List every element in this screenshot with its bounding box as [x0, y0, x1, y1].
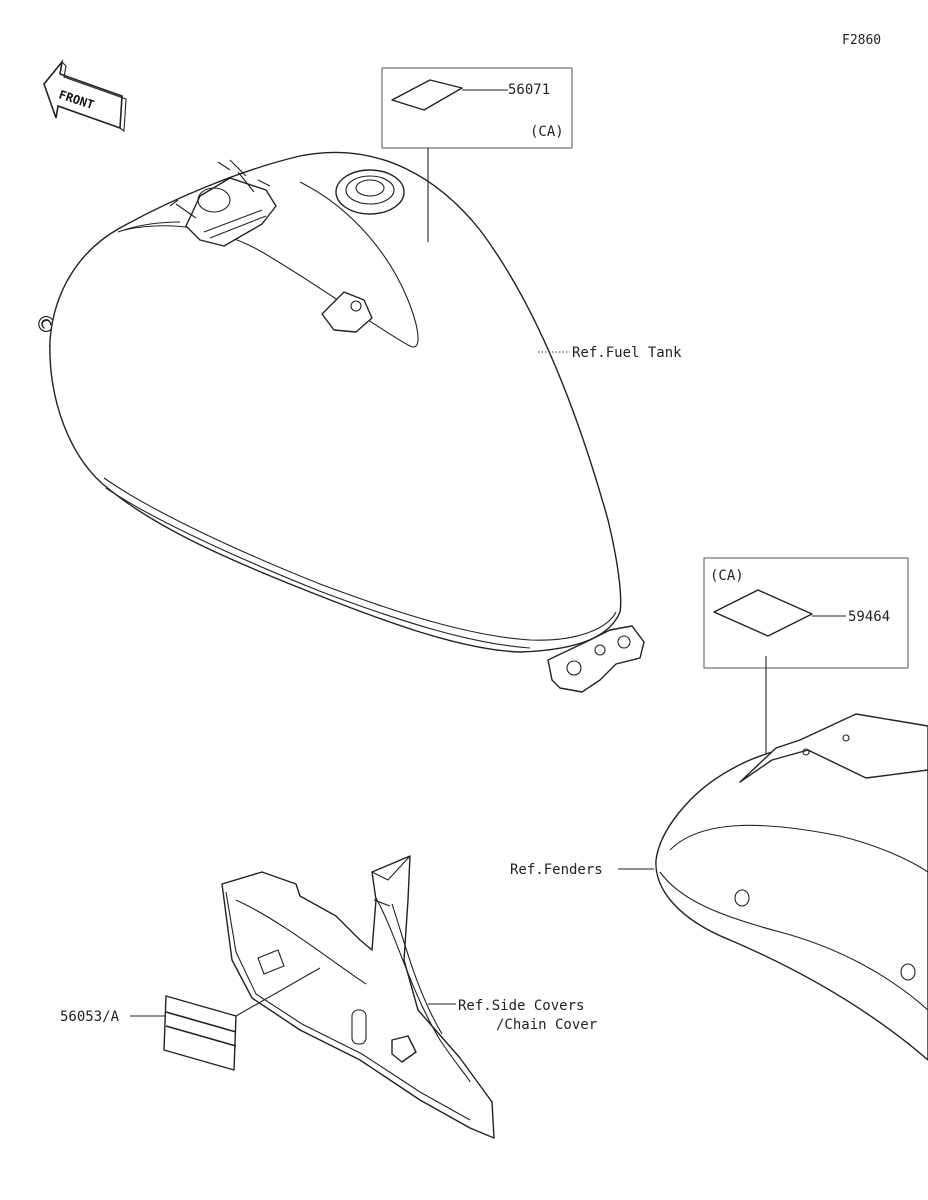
label-56053-callout: 56053/A	[60, 967, 321, 1071]
side-cover	[221, 855, 495, 1139]
part-number-56071[interactable]: 56071	[508, 82, 550, 98]
ref-fuel-tank[interactable]: Ref.Fuel Tank	[572, 345, 682, 361]
fuel-tank	[49, 151, 645, 693]
label-59464-callout: (CA) 59464	[703, 557, 909, 756]
label-56071-callout: 56071 (CA)	[381, 67, 573, 242]
front-arrow-icon: FRONT	[43, 59, 127, 133]
figure-code: F2860	[842, 33, 881, 48]
part-number-56053[interactable]: 56053/A	[60, 1009, 120, 1025]
ref-fenders[interactable]: Ref.Fenders	[510, 862, 603, 878]
variant-59464: (CA)	[710, 568, 744, 584]
part-number-59464[interactable]: 59464	[848, 609, 890, 625]
variant-56071: (CA)	[530, 124, 564, 140]
rear-fender	[655, 713, 928, 1061]
ref-side-covers-line2: /Chain Cover	[496, 1017, 597, 1033]
ref-side-covers-line1[interactable]: Ref.Side Covers	[458, 998, 584, 1014]
